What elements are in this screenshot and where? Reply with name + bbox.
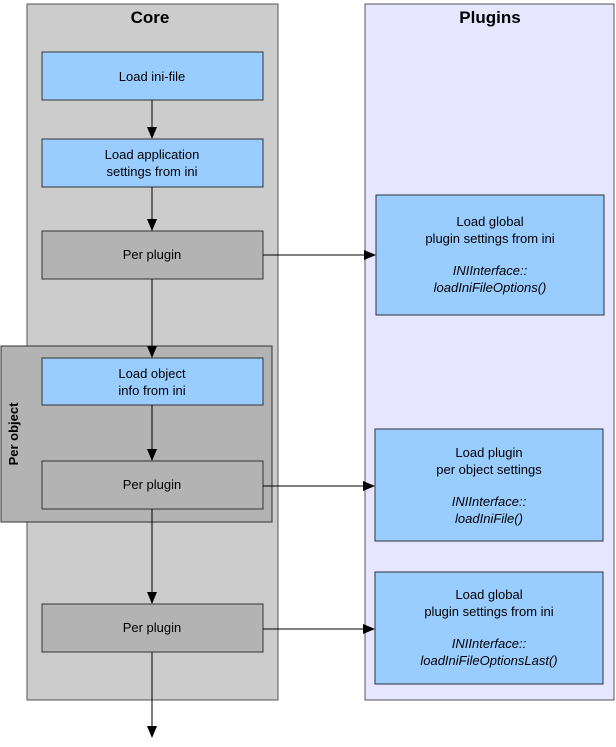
per-plugin-label-2: Per plugin [123,477,182,492]
plugins-lane-title: Plugins [459,8,520,27]
load-object-info-label-1: Load object [118,366,186,381]
load-plugin-object-settings-label-4: loadIniFile() [455,511,523,526]
load-global-settings-last-node [374,571,604,685]
per-plugin-label-3: Per plugin [123,620,182,635]
per-plugin-label-1: Per plugin [123,247,182,262]
load-global-settings-label-2: plugin settings from ini [425,231,554,246]
load-ini-file-label: Load ini-file [119,69,186,84]
load-app-settings-node [41,138,264,188]
load-global-settings-label-1: Load global [456,214,523,229]
load-plugin-object-settings-label-2: per object settings [436,462,542,477]
load-ini-file-node [41,51,264,101]
load-global-settings-label-3: INIInterface:: [453,263,528,278]
load-global-settings-last-label-2: plugin settings from ini [424,604,553,619]
load-global-settings-last-label-4: loadIniFileOptionsLast() [420,653,557,668]
load-plugin-object-settings-label-3: INIInterface:: [452,494,527,509]
load-global-settings-last-label-1: Load global [455,587,522,602]
load-app-settings-label-1: Load application [105,147,200,162]
per-plugin-node-1 [41,230,264,280]
load-global-settings-last-label-3: INIInterface:: [452,636,527,651]
load-object-info-label-2: info from ini [118,383,185,398]
load-app-settings-label-2: settings from ini [106,164,197,179]
load-plugin-object-settings-label-1: Load plugin [455,445,522,460]
load-global-settings-node [375,194,605,316]
load-global-settings-label-4: loadIniFileOptions() [434,280,547,295]
per-plugin-node-2 [41,460,264,510]
core-lane-title: Core [131,8,170,27]
per-object-group-label: Per object [6,402,21,466]
load-plugin-object-settings-node [374,428,604,542]
